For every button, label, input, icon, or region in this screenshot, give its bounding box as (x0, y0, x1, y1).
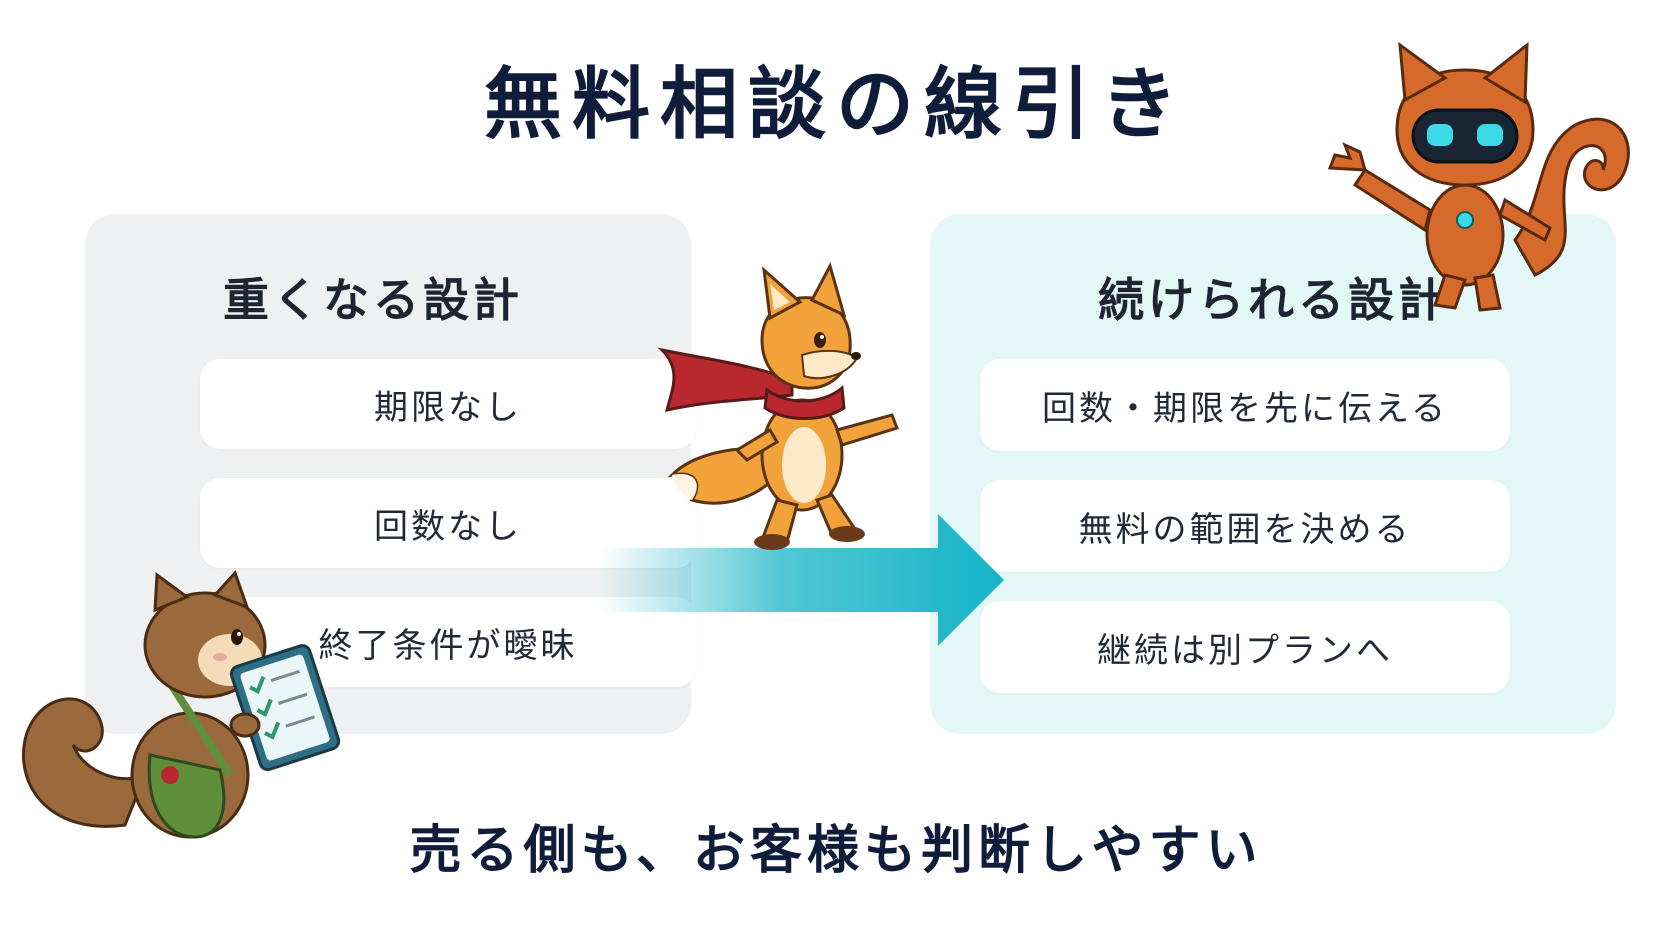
page-title: 無料相談の線引き (483, 60, 1188, 150)
heavy-item-no-deadline: 期限なし (200, 359, 696, 449)
sustainable-item-tell-limits: 回数・期限を先に伝える (980, 359, 1510, 451)
fox-mascot-icon (657, 262, 899, 550)
sustainable-design-heading: 続けられる設計 (1098, 273, 1448, 327)
sustainable-item-define-scope: 無料の範囲を決める (980, 480, 1510, 572)
arrow-icon (600, 514, 1004, 646)
sustainable-design-panel: 続けられる設計 回数・期限を先に伝える 無料の範囲を決める 継続は別プランへ (930, 214, 1616, 734)
robot-squirrel-icon (1327, 41, 1630, 312)
squirrel-with-tablet-icon (22, 570, 341, 839)
sustainable-item-separate-plan: 継続は別プランへ (980, 601, 1510, 693)
footer-message: 売る側も、お客様も判断しやすい (409, 821, 1263, 881)
heavy-design-heading: 重くなる設計 (223, 273, 523, 327)
